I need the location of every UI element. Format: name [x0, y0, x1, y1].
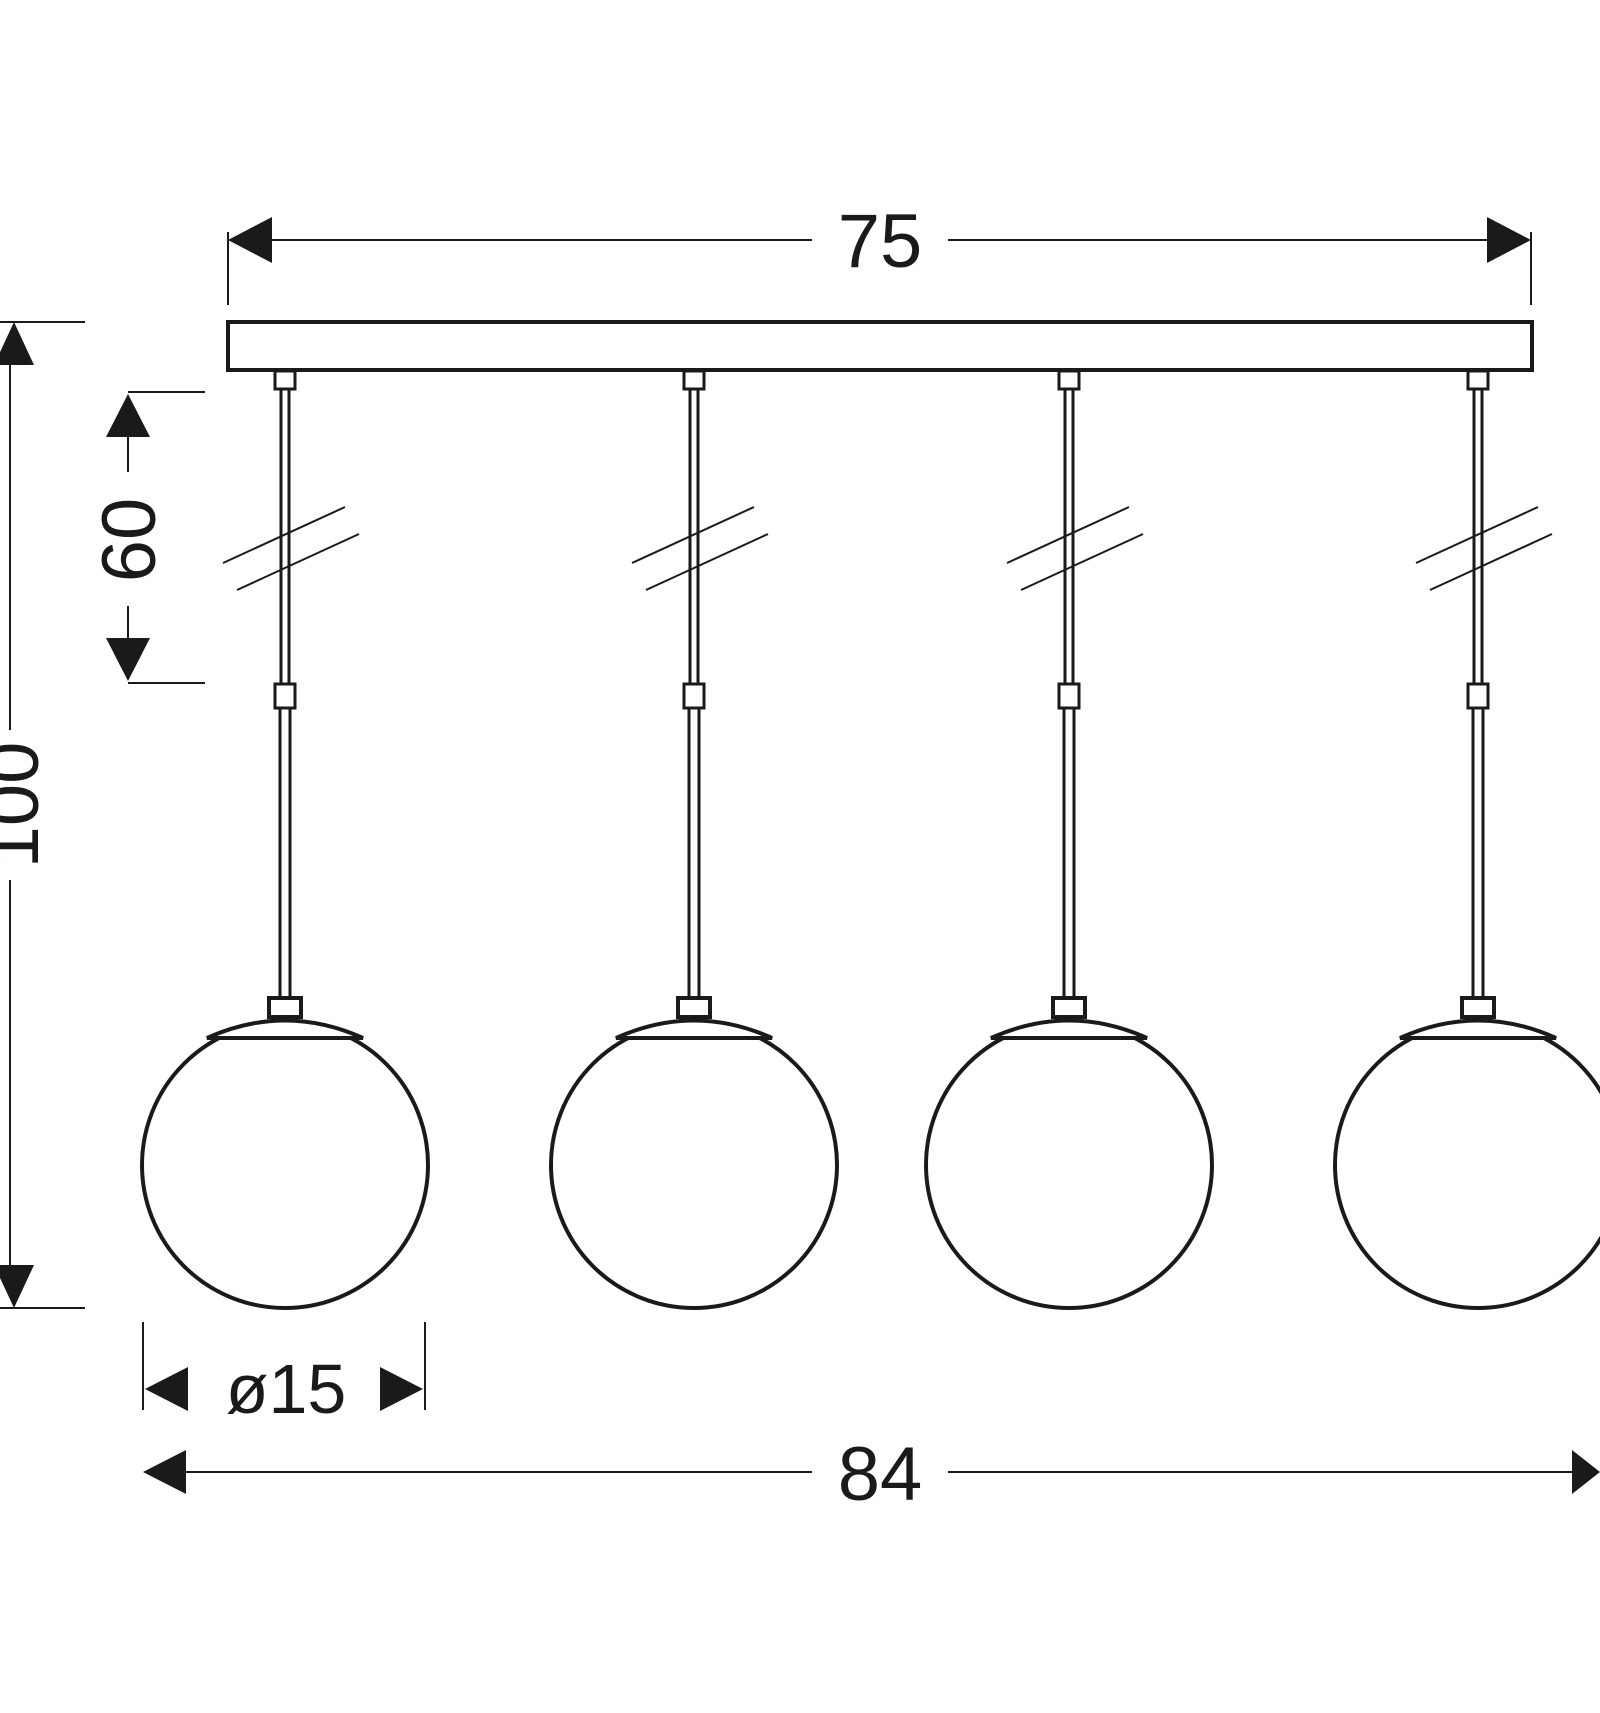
rod-break-mark-2: [1020, 533, 1144, 591]
total-height-label: 100: [0, 742, 55, 869]
pendant-3: [924, 369, 1214, 1310]
socket-holder: [1460, 996, 1496, 1019]
globe-diameter-dimension: ø15: [142, 1322, 426, 1428]
total-width-dimension: 84: [143, 1432, 1600, 1517]
rod-break-mark-1: [222, 506, 346, 564]
rod-break-mark-2: [236, 533, 360, 591]
rod-coupler: [273, 682, 297, 710]
rod-lower: [1471, 706, 1485, 1000]
total-width-arrow-right: [1572, 1450, 1600, 1494]
rod-top-connector: [682, 369, 706, 391]
socket-holder: [676, 996, 712, 1019]
globe-diameter-label: ø15: [226, 1350, 347, 1428]
globe-cap: [1399, 1018, 1557, 1040]
globe-diameter-arrow-left: [145, 1367, 188, 1411]
socket-holder: [1051, 996, 1087, 1019]
rod-break-mark-1: [1006, 506, 1130, 564]
rod-top-connector: [1466, 369, 1490, 391]
glass-globe: [140, 1020, 430, 1310]
total-height-dimension: 100: [0, 321, 85, 1309]
rod-break-mark-1: [631, 506, 755, 564]
total-height-arrow-top: [0, 322, 34, 365]
rod-lower: [687, 706, 701, 1000]
globe-diameter-arrow-right: [380, 1367, 423, 1411]
total-width-arrow-left: [143, 1450, 186, 1494]
rod-length-arrow-bottom: [106, 638, 150, 681]
pendant-2: [549, 369, 839, 1310]
pendant-4: [1333, 369, 1600, 1310]
rod-break-mark-2: [645, 533, 769, 591]
rod-lower: [278, 706, 292, 1000]
canopy-width-dimension: 75: [227, 199, 1532, 305]
rod-top-connector: [1057, 369, 1081, 391]
glass-globe: [924, 1020, 1214, 1310]
rod-coupler: [682, 682, 706, 710]
canopy-width-arrow-right: [1487, 217, 1531, 263]
ceiling-canopy: [226, 320, 1534, 372]
rod-length-dimension: 60: [87, 391, 205, 684]
socket-holder: [267, 996, 303, 1019]
globe-cap: [990, 1018, 1148, 1040]
rod-coupler: [1057, 682, 1081, 710]
canopy-width-label: 75: [838, 199, 923, 284]
globe-cap: [206, 1018, 364, 1040]
total-height-arrow-bottom: [0, 1265, 34, 1308]
total-width-label: 84: [838, 1432, 923, 1517]
rod-top-connector: [273, 369, 297, 391]
glass-globe: [1333, 1020, 1600, 1310]
globe-cap: [615, 1018, 773, 1040]
rod-length-arrow-top: [106, 394, 150, 437]
canopy-width-arrow-left: [228, 217, 272, 263]
glass-globe: [549, 1020, 839, 1310]
rod-break-mark-1: [1415, 506, 1539, 564]
rod-break-mark-2: [1429, 533, 1553, 591]
pendant-group: [140, 369, 1600, 1310]
rod-coupler: [1466, 682, 1490, 710]
pendant-1: [140, 369, 430, 1310]
rod-length-label: 60: [87, 498, 172, 583]
rod-lower: [1062, 706, 1076, 1000]
